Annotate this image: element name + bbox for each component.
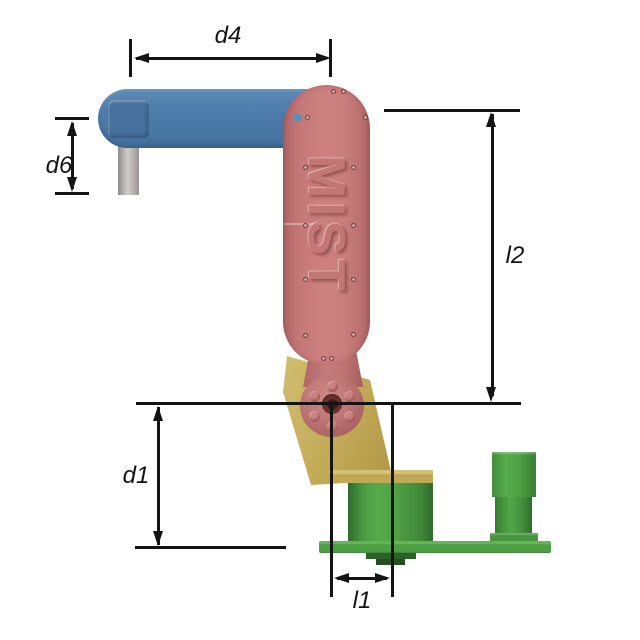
d6-arrow-up (67, 121, 77, 136)
crank-plate (329, 470, 433, 483)
d6-extension-top (55, 117, 89, 120)
d1-label: d1 (122, 462, 150, 489)
d4-dimension-line (136, 57, 326, 60)
blue-pin (293, 113, 302, 122)
pulley-bump (344, 411, 355, 422)
screw (303, 333, 308, 338)
base-motor-foot (490, 533, 538, 542)
d6-label: d6 (45, 152, 73, 179)
base-motor-block (492, 452, 536, 497)
d4-arrow-right (316, 53, 331, 63)
d4-arrow-left (134, 53, 149, 63)
d1-extension-bottom (135, 546, 286, 549)
l1-dimension-line (337, 577, 387, 580)
base-column (348, 482, 433, 541)
screw (341, 89, 346, 94)
forearm-seam (284, 223, 320, 225)
screw (303, 277, 308, 282)
pulley-bump (309, 391, 320, 402)
d1-dimension-line (157, 407, 160, 545)
d1-arrow-up (153, 406, 163, 421)
baseplate (319, 541, 551, 553)
l1-extension-left (330, 402, 333, 597)
screw (329, 356, 334, 361)
screw (351, 277, 356, 282)
screw (303, 223, 308, 228)
pulley-bump (309, 411, 320, 422)
baseplate-boss-step2 (376, 559, 405, 565)
l2-label: l2 (505, 242, 525, 269)
d4-extension-left (129, 39, 132, 77)
screw (321, 356, 326, 361)
d6-dimension-line (71, 123, 74, 189)
l1-arrow-right (375, 573, 390, 583)
d4-label: d4 (214, 22, 242, 49)
tool-shaft (118, 146, 139, 195)
screw (305, 115, 310, 120)
joint-axis-reference-line (136, 402, 521, 405)
d6-arrow-down (67, 177, 77, 192)
screw (351, 165, 356, 170)
l2-arrow-up (486, 112, 496, 127)
base-motor-cylinder (495, 497, 532, 534)
l1-label: l1 (352, 587, 372, 614)
pulley-bump (344, 391, 355, 402)
pulley-bump (327, 381, 338, 392)
l2-arrow-down (486, 387, 496, 402)
d1-arrow-down (153, 531, 163, 546)
upper-arm-joint-boss (108, 100, 149, 138)
screw (303, 165, 308, 170)
l2-dimension-line (491, 114, 494, 396)
screw (331, 89, 336, 94)
l1-extension-right (391, 402, 394, 597)
screw (351, 223, 356, 228)
l2-extension-top (384, 109, 520, 112)
l1-arrow-left (334, 573, 349, 583)
screw (351, 332, 356, 337)
screw (363, 115, 368, 120)
d6-extension-bottom (55, 192, 89, 195)
